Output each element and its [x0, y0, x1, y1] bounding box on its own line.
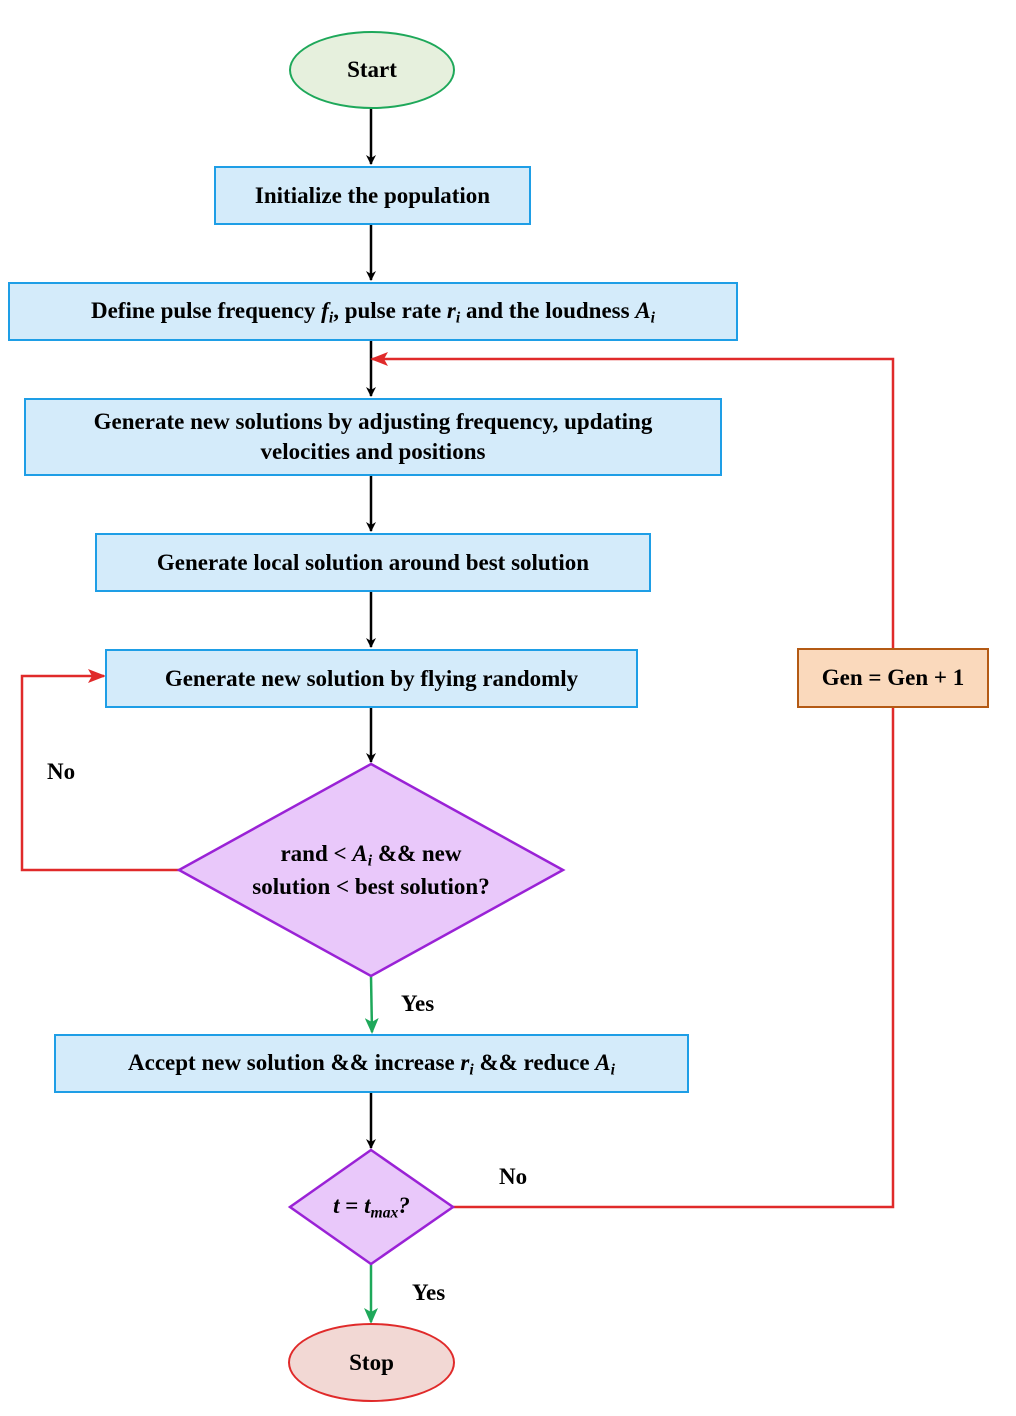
generate-random-solution-box: Generate new solution by flying randomly [105, 649, 638, 708]
arrow-decision1-yes [364, 975, 379, 1034]
decision1-diamond [176, 762, 566, 978]
stop-label: Stop [349, 1349, 394, 1375]
generate-random-solution-label: Generate new solution by flying randomly [164, 665, 579, 691]
initialize-population-label: Initialize the population [254, 182, 491, 208]
edge-label-no-right: No [499, 1164, 528, 1189]
initialize-population-box: Initialize the population [214, 166, 531, 225]
accept-solution-box: Accept new solution && increase ri && re… [54, 1034, 689, 1093]
generate-new-solutions-label: Generate new solutions by adjusting freq… [93, 408, 653, 464]
arrow-decision1-no-loop [20, 669, 179, 872]
start-terminal: Start [289, 31, 455, 109]
edge-label-yes-mid: Yes [401, 991, 435, 1016]
accept-solution-label: Accept new solution && increase ri && re… [128, 1049, 615, 1079]
arrow-gen-to-generate-loop [370, 352, 895, 648]
edge-label-yes-bottom: Yes [412, 1280, 446, 1305]
decision1-label: rand < Ai && new solution < best solutio… [252, 840, 490, 900]
generate-new-solutions-box: Generate new solutions by adjusting freq… [24, 398, 722, 476]
define-parameters-label: Define pulse frequency fi, pulse rate ri… [90, 297, 656, 327]
decision2-diamond [287, 1148, 456, 1266]
stop-terminal: Stop [288, 1323, 455, 1402]
decision2-label: t = tmax? [333, 1193, 410, 1222]
edge-label-no-left: No [47, 759, 76, 784]
start-label: Start [347, 57, 397, 83]
generate-local-solution-label: Generate local solution around best solu… [156, 549, 590, 575]
generate-local-solution-box: Generate local solution around best solu… [95, 533, 651, 592]
arrow-decision2-no-to-gen [453, 707, 895, 1209]
gen-increment-label: Gen = Gen + 1 [821, 665, 965, 691]
gen-increment-box: Gen = Gen + 1 [797, 648, 989, 708]
define-parameters-box: Define pulse frequency fi, pulse rate ri… [8, 282, 738, 341]
